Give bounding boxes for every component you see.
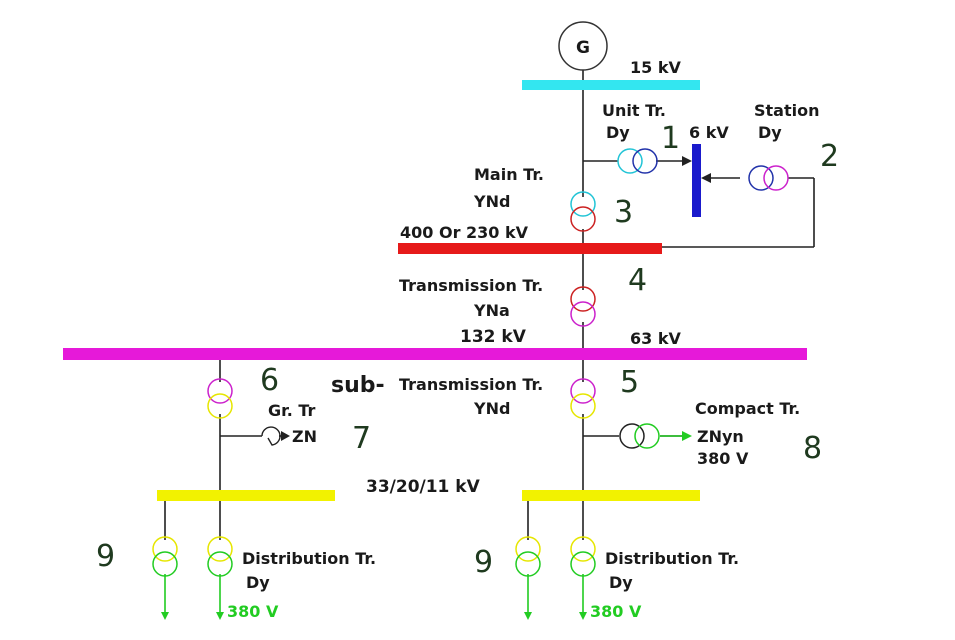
dist-right-tr-name: Distribution Tr. bbox=[605, 549, 739, 568]
bus-dist-label: 33/20/11 kV bbox=[366, 477, 481, 497]
station-transformer-icon bbox=[748, 165, 789, 191]
arrow-compact-out bbox=[682, 431, 692, 441]
dist-right-tr-vector: Dy bbox=[609, 573, 633, 592]
bus-132kv bbox=[63, 348, 807, 360]
subtransmission-tr-vector: YNd bbox=[473, 399, 510, 418]
arrow-gr-tr bbox=[281, 431, 290, 441]
arrow-station-to-6kv bbox=[701, 173, 711, 183]
lv-outputs bbox=[164, 435, 684, 614]
main-tr-name: Main Tr. bbox=[474, 165, 544, 184]
bus-dist-right bbox=[522, 490, 700, 501]
unit-transformer-icon bbox=[617, 148, 658, 174]
grounding-tr-number: 7 bbox=[352, 421, 371, 456]
compact-transformer-icon bbox=[619, 423, 660, 449]
subtransmission-prefix: sub- bbox=[331, 373, 385, 398]
main-tr-vector: YNd bbox=[473, 192, 510, 211]
subtransmission-tr-number: 5 bbox=[620, 365, 639, 400]
unit-tr-name: Unit Tr. bbox=[602, 101, 666, 120]
distribution-transformer-icons bbox=[152, 536, 596, 577]
station-tr-name: Station bbox=[754, 101, 819, 120]
bus-132kv-label: 132 kV bbox=[460, 327, 527, 347]
bus-400kv-label: 400 Or 230 kV bbox=[400, 223, 529, 242]
unit-tr-number: 1 bbox=[661, 121, 680, 156]
unit-tr-vector: Dy bbox=[606, 123, 630, 142]
subtransmission-transformer-icon bbox=[570, 378, 596, 419]
transmission-tr-vector: YNa bbox=[473, 301, 510, 320]
grounding-transformer-icon bbox=[261, 426, 281, 446]
compact-tr-voltage: 380 V bbox=[697, 449, 749, 468]
main-tr-number: 3 bbox=[614, 195, 633, 230]
station-tr-vector: Dy bbox=[758, 123, 782, 142]
left-feeder-tr-number: 6 bbox=[260, 363, 279, 398]
transmission-tr-name: Transmission Tr. bbox=[399, 276, 543, 295]
left-feeder-transformer-icon bbox=[207, 378, 233, 419]
dist-right-tr-number: 9 bbox=[474, 545, 493, 580]
bus-15kv bbox=[522, 80, 700, 90]
subtransmission-tr-name: Transmission Tr. bbox=[399, 375, 543, 394]
bus-400kv bbox=[398, 243, 662, 254]
transmission-tr-number: 4 bbox=[628, 263, 647, 298]
lv-arrows bbox=[161, 612, 587, 620]
grounding-tr-vector: ZN bbox=[292, 427, 317, 446]
bus-dist-left bbox=[157, 490, 335, 501]
compact-tr-number: 8 bbox=[803, 431, 822, 466]
arrow-unit-to-6kv bbox=[682, 156, 692, 166]
wiring bbox=[164, 70, 815, 540]
compact-tr-name: Compact Tr. bbox=[695, 399, 800, 418]
grounding-tr-name: Gr. Tr bbox=[268, 401, 316, 420]
compact-tr-vector: ZNyn bbox=[697, 427, 744, 446]
dist-right-tr-voltage: 380 V bbox=[590, 602, 642, 621]
main-transformer-icon bbox=[570, 191, 596, 232]
bus-6kv bbox=[692, 144, 701, 217]
bus-15kv-label: 15 kV bbox=[630, 58, 681, 77]
dist-left-tr-vector: Dy bbox=[246, 573, 270, 592]
dist-left-tr-name: Distribution Tr. bbox=[242, 549, 376, 568]
generator-icon bbox=[558, 21, 608, 71]
transmission-transformer-icon bbox=[570, 286, 596, 327]
dist-left-tr-number: 9 bbox=[96, 539, 115, 574]
generator-label: G bbox=[576, 38, 590, 58]
dist-left-tr-voltage: 380 V bbox=[227, 602, 279, 621]
station-tr-number: 2 bbox=[820, 139, 839, 174]
bus-63kv-label: 63 kV bbox=[630, 329, 681, 348]
bus-6kv-label: 6 kV bbox=[689, 123, 729, 142]
